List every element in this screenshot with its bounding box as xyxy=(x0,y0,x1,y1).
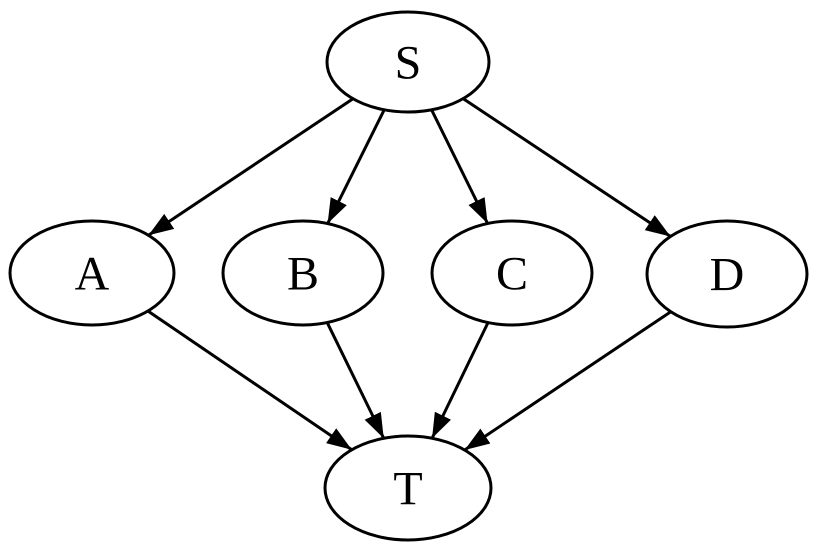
node-ellipse-A xyxy=(8,219,176,327)
node-B: B xyxy=(221,219,385,327)
edges-layer xyxy=(147,97,672,452)
node-label-S: S xyxy=(395,36,422,89)
node-S: S xyxy=(325,10,491,114)
edge-S-D xyxy=(462,97,672,238)
node-ellipse-C xyxy=(430,219,594,327)
edge-A-T xyxy=(147,309,353,451)
node-C: C xyxy=(430,219,594,327)
edge-S-B xyxy=(326,109,386,225)
node-label-C: C xyxy=(496,247,528,300)
node-ellipse-T xyxy=(323,434,493,542)
node-ellipse-S xyxy=(325,10,491,114)
node-label-A: A xyxy=(75,247,110,300)
node-T: T xyxy=(323,434,493,542)
node-label-B: B xyxy=(287,247,319,300)
node-A: A xyxy=(8,219,176,327)
node-ellipse-B xyxy=(221,219,385,327)
edge-B-T xyxy=(325,321,386,439)
edge-C-T xyxy=(430,321,490,439)
edge-D-T xyxy=(463,310,672,452)
node-label-T: T xyxy=(393,462,422,515)
edge-S-A xyxy=(147,97,354,237)
node-label-D: D xyxy=(710,248,745,301)
node-ellipse-D xyxy=(645,219,809,329)
node-D: D xyxy=(645,219,809,329)
nodes-layer: S A B C D T xyxy=(8,10,809,542)
edge-S-C xyxy=(430,109,489,225)
